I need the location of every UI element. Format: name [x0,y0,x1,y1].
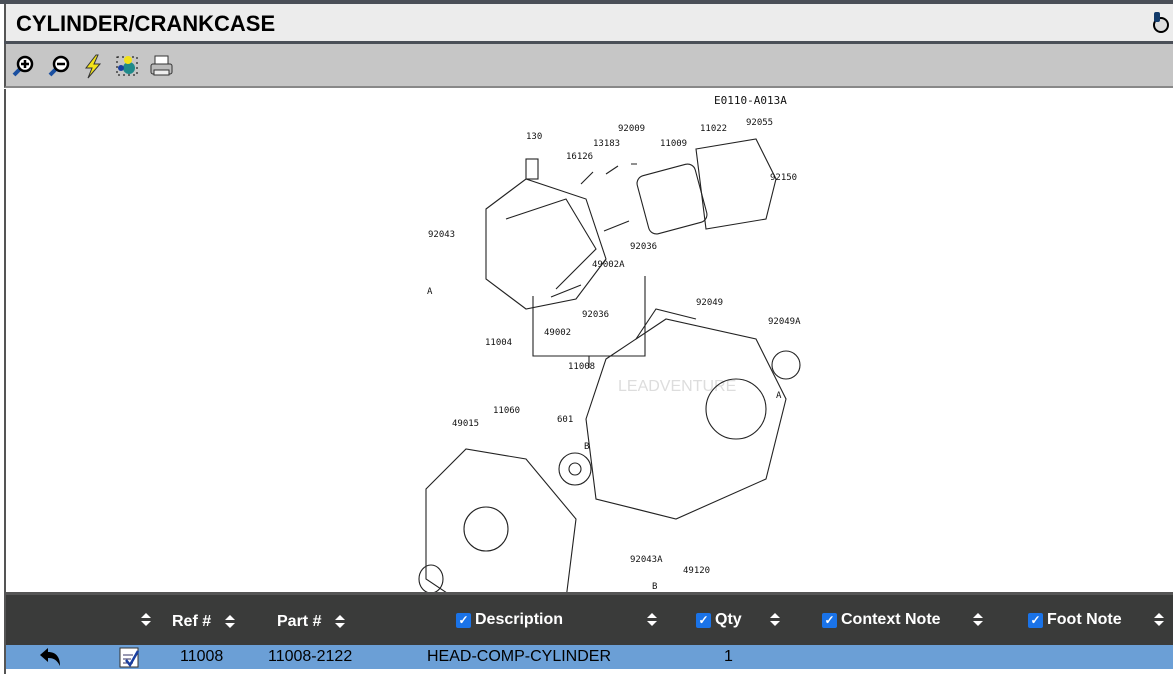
sort-icon[interactable] [972,613,983,627]
page-title: CYLINDER/CRANKCASE [16,11,276,36]
description-checkbox[interactable]: ✓ [456,612,471,628]
return-arrow-icon[interactable] [38,647,62,667]
sort-icon[interactable] [769,613,780,627]
parts-diagram[interactable]: E0110-A013A LEADVENTURE 130 13183 92009 … [4,89,1173,592]
part-labels: 130 13183 92009 11022 92055 16126 11009 … [427,118,801,592]
part-label[interactable]: 92150 [770,173,797,183]
printer-icon[interactable] [148,53,174,79]
zoom-in-icon[interactable] [10,53,36,79]
part-label[interactable]: B [584,442,589,452]
part-label[interactable]: 11004 [485,338,512,348]
sort-icon[interactable] [131,613,151,627]
part-label[interactable]: 11009 [660,139,687,149]
context-note-checkbox[interactable]: ✓ [822,612,837,628]
qty-cell: 1 [724,648,733,665]
part-label[interactable]: 92043 [428,230,455,240]
part-label[interactable]: B [652,582,657,592]
table-row[interactable]: 11008 11008-2122 HEAD-COMP-CYLINDER 1 [6,645,1173,669]
window-top-border [0,0,1173,4]
description-cell: HEAD-COMP-CYLINDER [427,648,612,665]
part-label[interactable]: 92049 [696,298,723,308]
fit-selection-icon[interactable] [114,53,140,79]
part-label[interactable]: 11060 [493,406,520,416]
part-label[interactable]: 92055 [746,118,773,128]
part-label[interactable]: 49002A [592,260,625,270]
title-bar: CYLINDER/CRANKCASE [4,4,1173,42]
part-label[interactable]: 49002 [544,328,571,338]
ref-cell: 11008 [180,648,224,665]
parts-table: Ref # Part # ✓Description ✓Qty ✓Context … [4,592,1173,674]
column-context-note[interactable]: ✓Context Note [822,611,983,629]
qty-checkbox[interactable]: ✓ [696,612,711,628]
column-qty[interactable]: ✓Qty [696,611,780,629]
column-foot-note[interactable]: ✓Foot Note [1028,611,1164,629]
part-label[interactable]: 13183 [593,139,620,149]
exploded-view-drawing [418,138,801,592]
watermark: LEADVENTURE [618,378,736,395]
column-description[interactable]: ✓Description [456,611,658,629]
help-globe-icon[interactable] [1149,10,1169,34]
sort-icon[interactable] [335,615,346,629]
table-header: Ref # Part # ✓Description ✓Qty ✓Context … [6,595,1173,645]
column-ref[interactable]: Ref # [172,613,236,631]
part-label[interactable]: 601 [557,415,573,425]
foot-note-checkbox[interactable]: ✓ [1028,612,1043,628]
notes-icon[interactable] [118,646,140,668]
part-label[interactable]: 92036 [582,310,609,320]
part-label[interactable]: 92043A [630,555,663,565]
diagram-code: E0110-A013A [714,94,787,107]
lightning-icon[interactable] [80,53,106,79]
part-label[interactable]: 11008 [568,362,595,372]
part-label[interactable]: 49120 [683,566,710,576]
toolbar [4,44,1173,88]
sort-icon[interactable] [1153,613,1164,627]
zoom-out-icon[interactable] [46,53,72,79]
divider [4,41,1173,44]
column-part[interactable]: Part # [277,613,346,631]
part-label[interactable]: 11022 [700,124,727,134]
part-label[interactable]: A [776,391,782,401]
part-label[interactable]: 92049A [768,317,801,327]
part-label[interactable]: 130 [526,132,542,142]
sort-icon[interactable] [225,615,236,629]
part-label[interactable]: 92009 [618,124,645,134]
part-label[interactable]: 92036 [630,242,657,252]
part-label[interactable]: A [427,287,433,297]
part-label[interactable]: 16126 [566,152,593,162]
part-number-cell[interactable]: 11008-2122 [268,648,353,665]
sort-icon[interactable] [647,613,658,627]
part-label[interactable]: 49015 [452,419,479,429]
